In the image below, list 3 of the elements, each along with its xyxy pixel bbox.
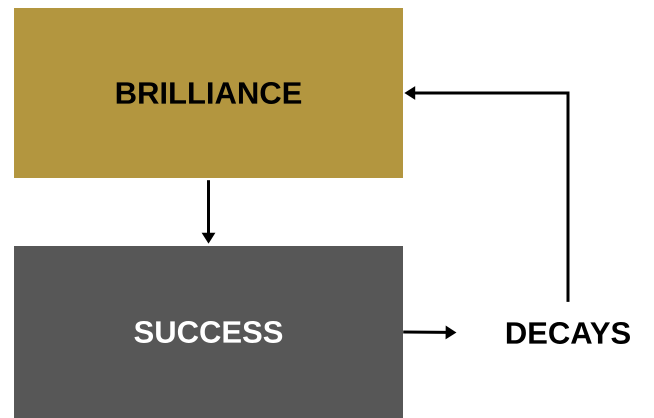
process-box: BRILLIANCE: [14, 8, 403, 178]
process-box: SUCCESS: [14, 246, 403, 418]
label-text: DECAYS: [506, 322, 630, 344]
